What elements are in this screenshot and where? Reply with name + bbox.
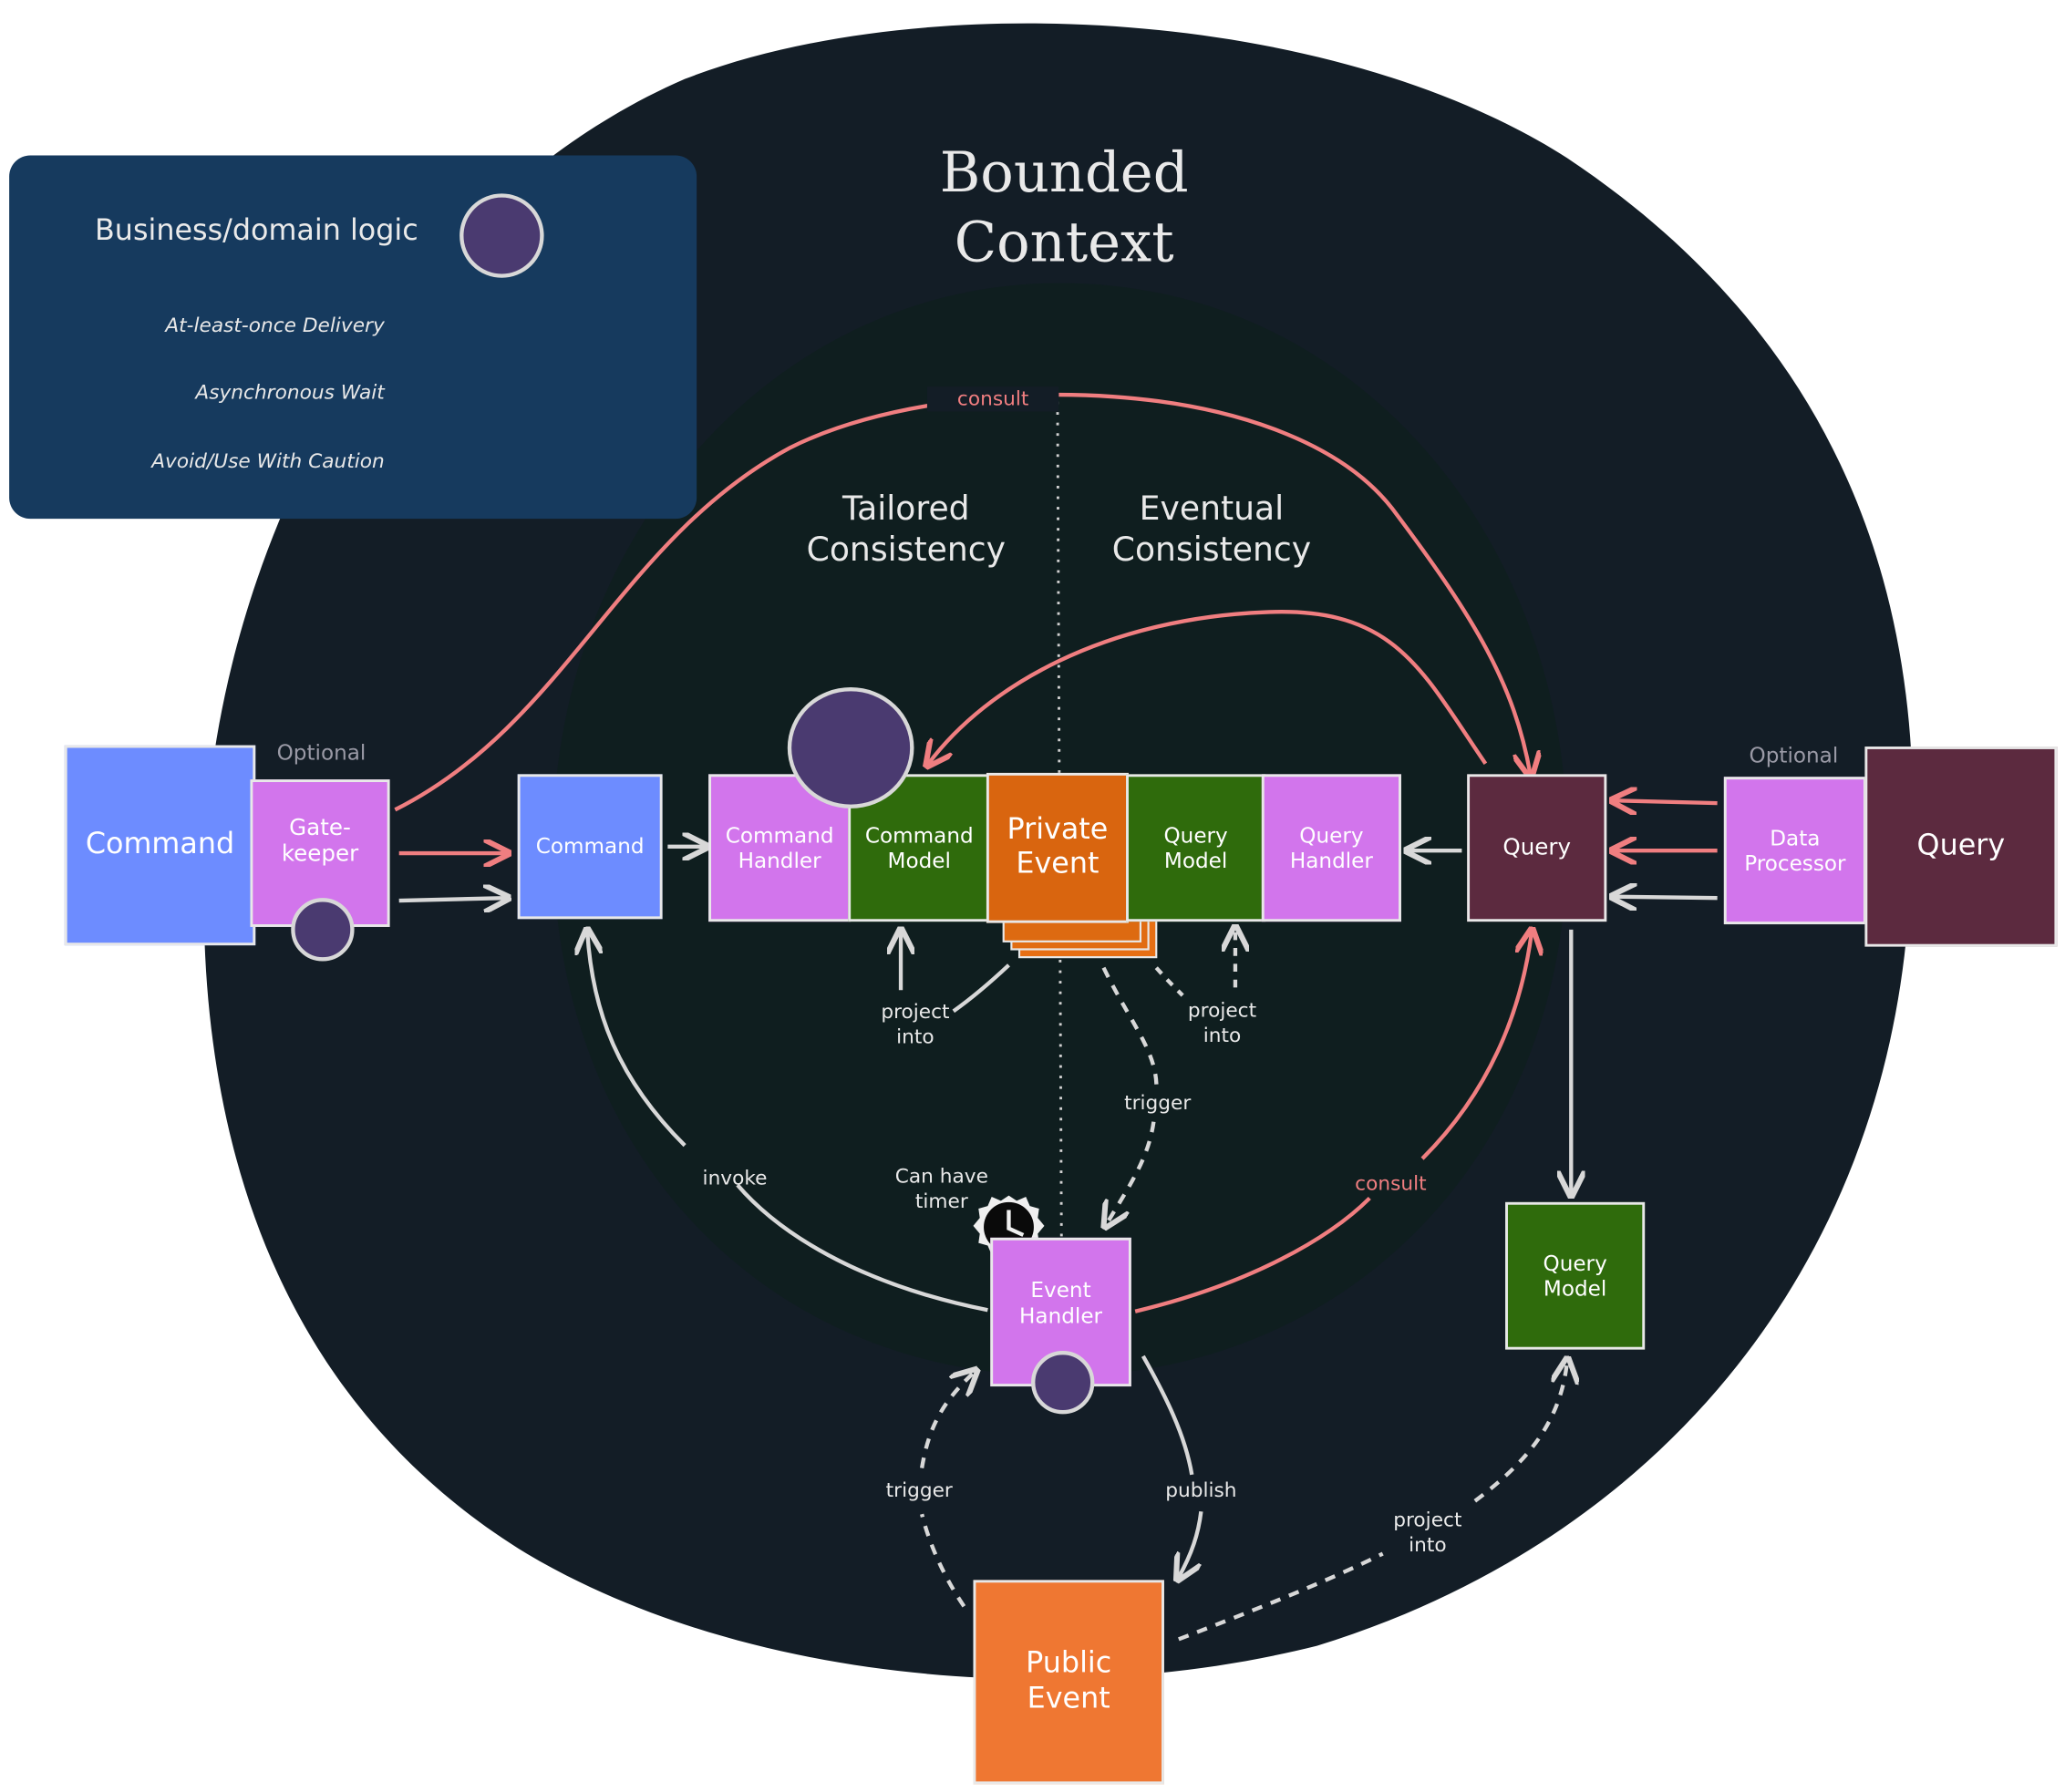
data-processor-box[interactable]: Data Processor [1723,777,1866,925]
arrow-consult-bottom [1134,932,1532,1313]
arrow-dp-query [1615,897,1718,898]
project-into-left-label: project into [881,999,950,1048]
gatekeeper-optional-label: Optional [276,739,367,766]
query-box[interactable]: Query [1467,774,1607,922]
arrow-publish [1141,1354,1202,1578]
trigger-middle-label: trigger [1124,1090,1192,1115]
arrow-trigger-middle [1103,966,1159,1225]
arrow-query-to-logic [928,610,1488,764]
publish-label: publish [1165,1478,1237,1502]
arrow-invoke [587,932,988,1313]
query-handler-box[interactable]: Query Handler [1261,774,1401,922]
arrow-dp-query-caution-1 [1615,800,1718,803]
arrow-project-into-bottom [1178,1362,1567,1642]
query-external-box[interactable]: Query [1864,747,2058,947]
query-model-inner-box[interactable]: Query Model [1126,774,1266,922]
gatekeeper-box[interactable]: Gate- keeper [250,779,390,927]
invoke-label: invoke [702,1166,768,1190]
can-have-timer-label: Can have timer [894,1164,988,1213]
arrow-project-into-left [952,963,1010,1014]
arrow-gatekeeper-command [398,898,506,901]
tailored-consistency-label: Tailored Consistency [806,489,1006,570]
event-handler-logic-dot [1031,1351,1095,1415]
private-event-box[interactable]: Private Event [986,772,1129,923]
project-into-bottom-label: project into [1393,1508,1462,1557]
legend-at-least-once-label: At-least-once Delivery [165,313,385,337]
legend-logic-dot [459,193,544,278]
arrow-project-into-right [1154,966,1184,997]
eventual-consistency-label: Eventual Consistency [1111,489,1312,570]
query-model-outer-box[interactable]: Query Model [1505,1201,1646,1350]
consistency-divider [1056,401,1063,1238]
command-logic-dot [787,687,914,808]
command-handler-box[interactable]: Command Handler [708,774,852,922]
legend-avoid-label: Avoid/Use With Caution [151,448,385,473]
consult-top-label: consult [926,386,1059,412]
legend-async-wait-label: Asynchronous Wait [195,380,385,405]
bounded-context-title: Bounded Context [939,139,1189,274]
gatekeeper-logic-dot [291,898,355,962]
trigger-bottom-label: trigger [885,1478,953,1502]
command-box[interactable]: Command [517,774,663,920]
legend-panel: Business/domain logic At-least-once Deli… [9,155,697,520]
command-external-box[interactable]: Command [64,745,256,946]
public-event-box[interactable]: Public Event [973,1580,1164,1785]
project-into-right-label: project into [1187,998,1257,1047]
data-processor-optional-label: Optional [1749,742,1839,768]
legend-business-logic-label: Business/domain logic [95,214,418,248]
consult-bottom-label: consult [1355,1171,1427,1196]
